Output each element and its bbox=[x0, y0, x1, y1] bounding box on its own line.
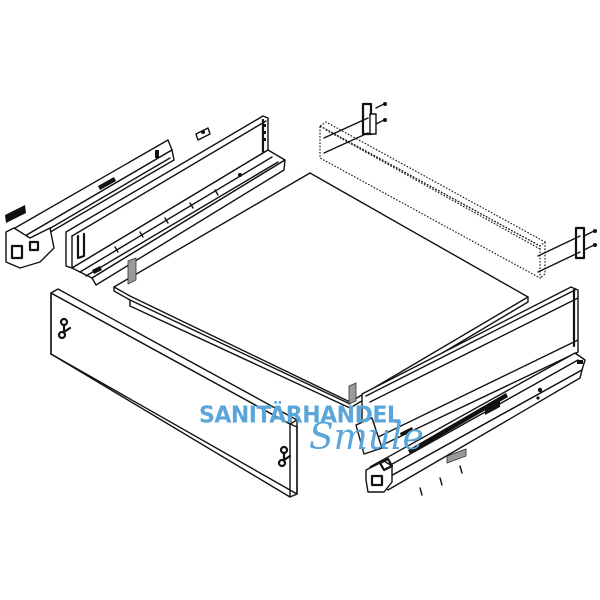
back-bracket-left bbox=[323, 102, 387, 154]
drawer-bottom-plate bbox=[113, 172, 529, 409]
right-runner-front-lock bbox=[365, 457, 394, 493]
right-drawer-side-panel bbox=[355, 286, 579, 455]
front-panel-hinge-right bbox=[277, 445, 292, 468]
back-bracket-right bbox=[537, 226, 597, 273]
front-panel bbox=[50, 288, 298, 498]
left-drawer-side-panel bbox=[65, 115, 286, 286]
back-panel-brackets bbox=[323, 102, 597, 273]
right-drawer-runner bbox=[365, 352, 586, 496]
watermark-line1: SANITÄRHANDEL bbox=[199, 402, 401, 429]
watermark-line2: Smule bbox=[309, 417, 424, 458]
front-panel-hinge-left bbox=[57, 317, 72, 340]
bottom-clips bbox=[127, 257, 467, 464]
left-drawer-runner bbox=[5, 127, 211, 269]
